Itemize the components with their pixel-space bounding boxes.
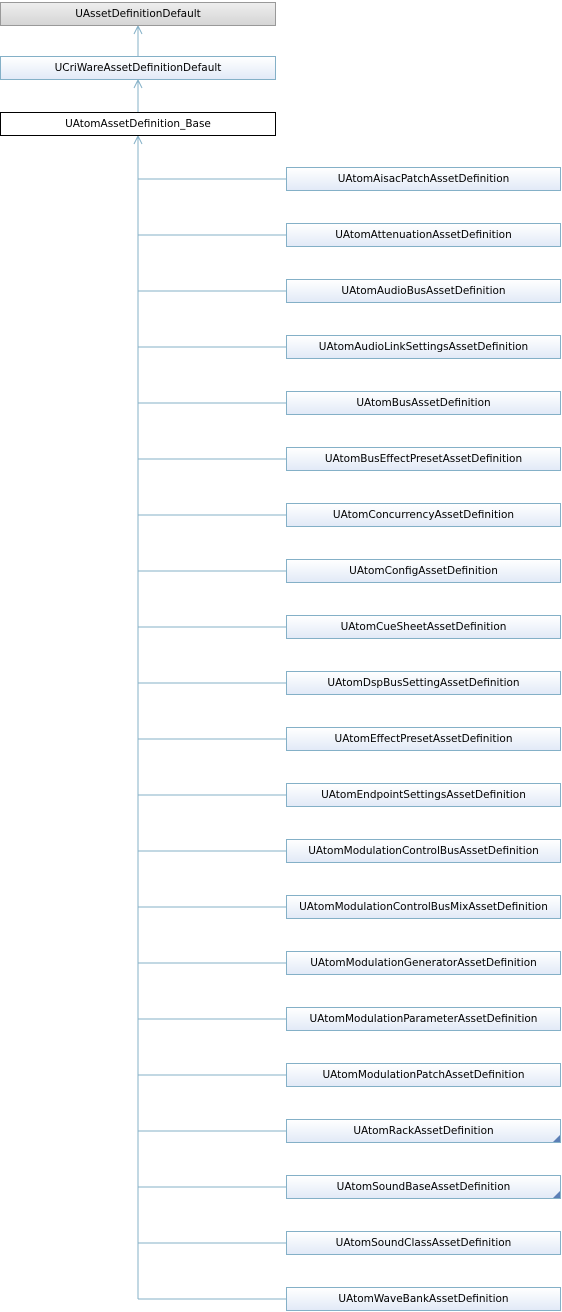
collapsed-subclasses-indicator (553, 1135, 560, 1142)
derived-class-node[interactable]: UAtomEffectPresetAssetDefinition (286, 727, 561, 751)
derived-class-node[interactable]: UAtomAudioBusAssetDefinition (286, 279, 561, 303)
parent-class-node[interactable]: UCriWareAssetDefinitionDefault (0, 56, 276, 80)
derived-class-label: UAtomEndpointSettingsAssetDefinition (321, 789, 526, 801)
derived-class-label: UAtomSoundClassAssetDefinition (335, 1237, 512, 1249)
derived-class-label: UAtomConcurrencyAssetDefinition (332, 509, 515, 521)
inherit-arrow (133, 79, 143, 89)
derived-class-node[interactable]: UAtomModulationControlBusAssetDefinition (286, 839, 561, 863)
derived-class-node[interactable]: UAtomBusAssetDefinition (286, 391, 561, 415)
derived-class-label: UAtomEffectPresetAssetDefinition (334, 733, 513, 745)
derived-class-node[interactable]: UAtomModulationControlBusMixAssetDefinit… (286, 895, 561, 919)
derived-class-label: UAtomDspBusSettingAssetDefinition (327, 677, 520, 689)
derived-class-label: UAtomModulationControlBusAssetDefinition (308, 845, 539, 857)
current-class-node: UAtomAssetDefinition_Base (0, 112, 276, 136)
derived-class-label: UAtomSoundBaseAssetDefinition (336, 1181, 511, 1193)
derived-class-label: UAtomWaveBankAssetDefinition (338, 1293, 509, 1305)
derived-class-label: UAtomAttenuationAssetDefinition (335, 229, 512, 241)
derived-class-label: UAtomModulationPatchAssetDefinition (322, 1069, 525, 1081)
derived-class-label: UAtomAudioLinkSettingsAssetDefinition (318, 341, 529, 353)
derived-class-label: UAtomModulationParameterAssetDefinition (309, 1013, 538, 1025)
derived-class-label: UAtomBusEffectPresetAssetDefinition (324, 453, 523, 465)
derived-class-label: UAtomBusAssetDefinition (356, 397, 491, 409)
derived-class-node[interactable]: UAtomSoundClassAssetDefinition (286, 1231, 561, 1255)
derived-class-node[interactable]: UAtomCueSheetAssetDefinition (286, 615, 561, 639)
parent-class-label: UCriWareAssetDefinitionDefault (54, 62, 222, 74)
inherit-arrow (133, 25, 143, 35)
derived-class-node[interactable]: UAtomSoundBaseAssetDefinition (286, 1175, 561, 1199)
derived-class-node[interactable]: UAtomEndpointSettingsAssetDefinition (286, 783, 561, 807)
derived-class-node[interactable]: UAtomModulationGeneratorAssetDefinition (286, 951, 561, 975)
root-class-label: UAssetDefinitionDefault (75, 8, 201, 20)
root-class-node: UAssetDefinitionDefault (0, 2, 276, 26)
derived-class-node[interactable]: UAtomModulationParameterAssetDefinition (286, 1007, 561, 1031)
derived-class-node[interactable]: UAtomBusEffectPresetAssetDefinition (286, 447, 561, 471)
current-class-label: UAtomAssetDefinition_Base (65, 118, 211, 130)
derived-class-node[interactable]: UAtomRackAssetDefinition (286, 1119, 561, 1143)
inherit-arrow (133, 135, 143, 145)
derived-class-label: UAtomModulationGeneratorAssetDefinition (310, 957, 537, 969)
derived-class-label: UAtomAudioBusAssetDefinition (341, 285, 506, 297)
derived-class-node[interactable]: UAtomWaveBankAssetDefinition (286, 1287, 561, 1311)
derived-class-node[interactable]: UAtomModulationPatchAssetDefinition (286, 1063, 561, 1087)
derived-class-node[interactable]: UAtomAudioLinkSettingsAssetDefinition (286, 335, 561, 359)
derived-class-node[interactable]: UAtomAisacPatchAssetDefinition (286, 167, 561, 191)
derived-class-label: UAtomCueSheetAssetDefinition (340, 621, 507, 633)
collapsed-subclasses-indicator (553, 1191, 560, 1198)
derived-class-label: UAtomRackAssetDefinition (353, 1125, 494, 1137)
derived-class-label: UAtomConfigAssetDefinition (349, 565, 498, 577)
derived-class-node[interactable]: UAtomAttenuationAssetDefinition (286, 223, 561, 247)
derived-class-node[interactable]: UAtomDspBusSettingAssetDefinition (286, 671, 561, 695)
derived-class-label: UAtomModulationControlBusMixAssetDefinit… (299, 901, 548, 913)
derived-class-label: UAtomAisacPatchAssetDefinition (337, 173, 510, 185)
derived-class-node[interactable]: UAtomConfigAssetDefinition (286, 559, 561, 583)
derived-class-node[interactable]: UAtomConcurrencyAssetDefinition (286, 503, 561, 527)
